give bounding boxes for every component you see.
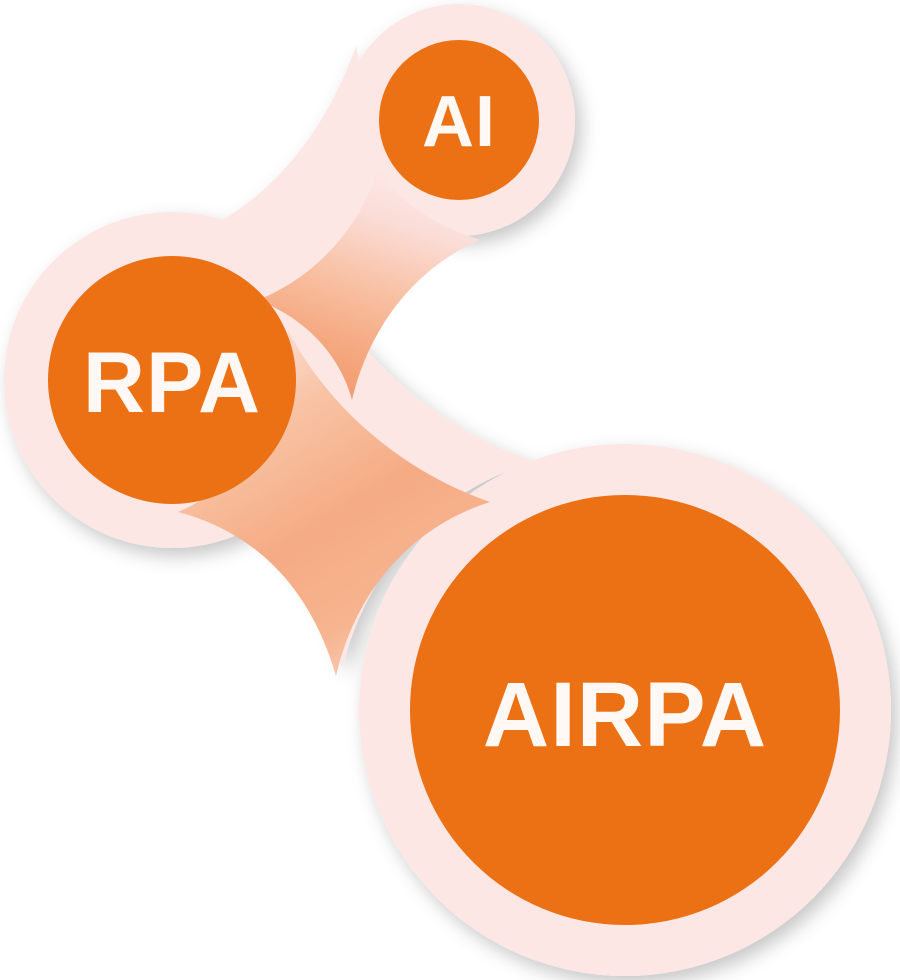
connector-ai-rpa-outer bbox=[196, 46, 470, 330]
core-airpa[interactable] bbox=[410, 495, 840, 925]
core-ai[interactable] bbox=[379, 40, 539, 200]
connector-rpa-airpa-fill bbox=[178, 330, 490, 676]
core-rpa[interactable] bbox=[48, 256, 296, 504]
node-label-ai: AI bbox=[422, 82, 496, 162]
node-label-rpa: RPA bbox=[83, 335, 261, 431]
connector-ai-rpa-fill bbox=[258, 168, 480, 400]
node-label-airpa: AIRPA bbox=[483, 664, 767, 766]
